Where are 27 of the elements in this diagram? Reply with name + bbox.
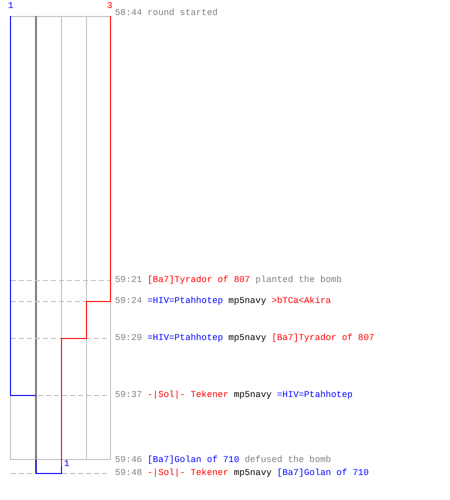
timestamp: 58:44 bbox=[115, 8, 142, 18]
event-text: round started bbox=[147, 8, 218, 18]
timestamp: 59:21 bbox=[115, 275, 142, 285]
weapon-name: mp5navy bbox=[228, 333, 266, 343]
team-count: 1 bbox=[8, 1, 14, 11]
player-name: [Ba7]Golan of 710 bbox=[277, 468, 369, 478]
player-name: [Ba7]Tyrador of 807 bbox=[147, 275, 250, 285]
player-name: [Ba7]Golan of 710 bbox=[147, 455, 240, 465]
weapon-name: mp5navy bbox=[234, 390, 272, 400]
player-name: -|Sol|- Tekener bbox=[147, 390, 228, 400]
player-name: =HIV=Ptahhotep bbox=[277, 390, 353, 400]
timestamp: 59:48 bbox=[115, 468, 142, 478]
event-text: defused the bomb bbox=[244, 455, 332, 465]
player-name: -|Sol|- Tekener bbox=[147, 468, 228, 478]
timestamp: 59:24 bbox=[115, 296, 142, 306]
player-name: =HIV=Ptahhotep bbox=[147, 333, 224, 343]
weapon-name: mp5navy bbox=[234, 468, 272, 478]
timestamp: 59:37 bbox=[115, 390, 142, 400]
player-name: >bTCa<Akira bbox=[272, 296, 332, 306]
player-name: =HIV=Ptahhotep bbox=[147, 296, 224, 306]
event-text: planted the bomb bbox=[255, 275, 342, 285]
weapon-name: mp5navy bbox=[228, 296, 266, 306]
team-count: 1 bbox=[64, 459, 70, 469]
timestamp: 59:46 bbox=[115, 455, 142, 465]
team-count: 3 bbox=[107, 1, 112, 11]
player-name: [Ba7]Tyrador of 807 bbox=[272, 333, 374, 343]
timestamp: 59:29 bbox=[115, 333, 142, 343]
